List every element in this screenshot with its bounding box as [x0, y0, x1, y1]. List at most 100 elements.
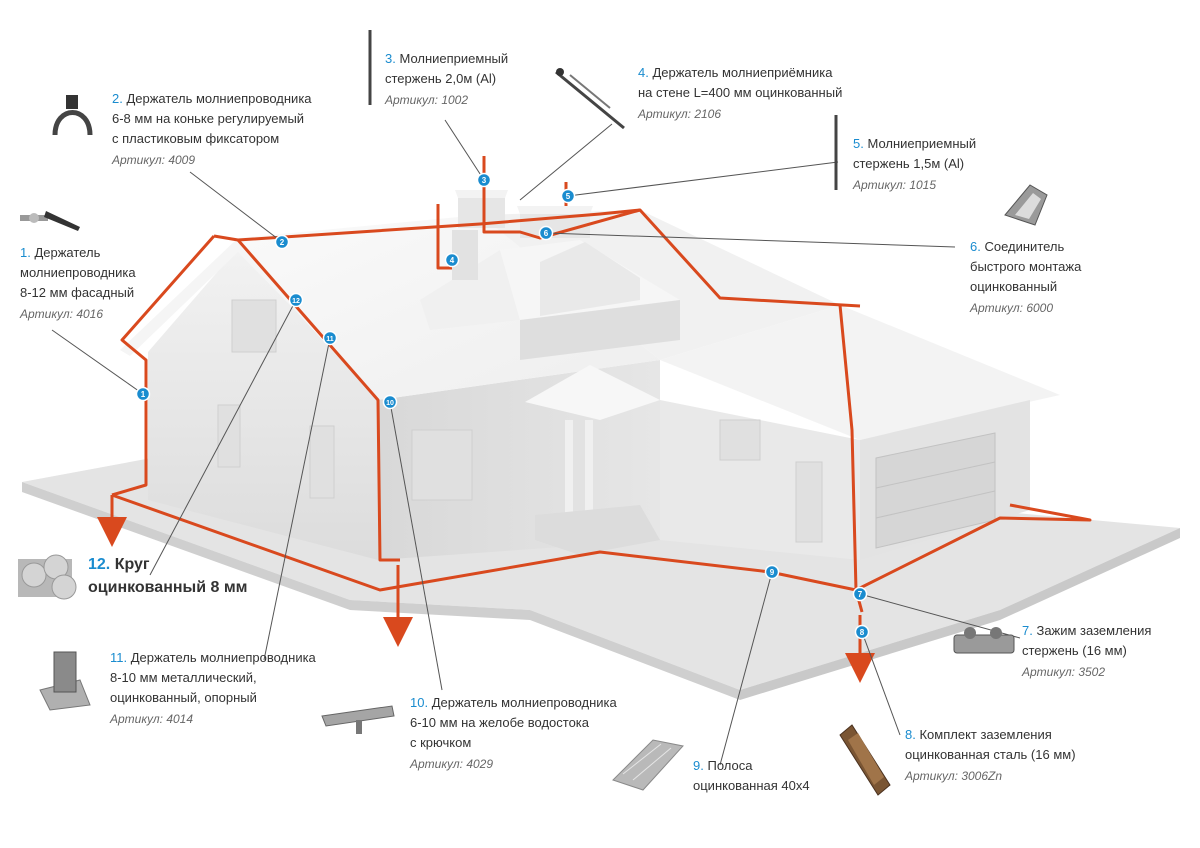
item-number: 9. [693, 758, 704, 773]
porch [525, 365, 660, 555]
label-line: оцинкованный [970, 277, 1081, 297]
article-number: Артикул: 4009 [112, 153, 196, 167]
label-line: на стене L=400 мм оцинкованный [638, 83, 842, 103]
label-line: 11. Держатель молниепроводника [110, 648, 316, 668]
marker-dot [538, 225, 554, 241]
item-number: 1. [20, 245, 31, 260]
chimneys [452, 190, 593, 280]
marker-5: 5 [560, 188, 576, 204]
label-text: Полоса [707, 758, 753, 773]
marker-dot [322, 330, 338, 346]
label-text: с пластиковым фиксатором [112, 131, 280, 146]
article-number: Артикул: 3006Zn [905, 769, 1003, 783]
article-number: Артикул: 4014 [110, 712, 194, 726]
item-number: 11. [110, 650, 128, 665]
label-line: 2. Держатель молниепроводника [112, 89, 312, 109]
item-number: 8. [905, 727, 916, 742]
marker-dot [382, 394, 398, 410]
marker-12: 12 [288, 292, 304, 308]
article-number: Артикул: 6000 [970, 301, 1054, 315]
label-text: Молниеприемный [867, 136, 977, 151]
article-number: Артикул: 2106 [638, 107, 722, 121]
label-line: 7. Зажим заземления [1022, 621, 1151, 641]
label-text: 8-12 мм фасадный [20, 285, 135, 300]
item-number: 2. [112, 91, 123, 106]
label-line: оцинкованная 40x4 [693, 776, 810, 796]
item-number: 4. [638, 65, 649, 80]
label-line: молниепроводника [20, 263, 136, 283]
marker-number: 12 [292, 298, 300, 305]
label-text: оцинкованная 40x4 [693, 778, 810, 793]
facade-holder-icon [20, 211, 80, 231]
leader-lines [51, 119, 1021, 766]
label-item-3: 3. Молниеприемный стержень 2,0м (Al) Артик… [385, 49, 508, 111]
ground-arrows [97, 495, 875, 683]
label-text: Молниеприемный [399, 51, 509, 66]
item-number: 3. [385, 51, 396, 66]
label-text: оцинкованный [970, 279, 1058, 294]
house [120, 190, 1060, 560]
label-text: стержень 1,5м (Al) [853, 156, 965, 171]
marker-2: 2 [274, 234, 290, 250]
label-item-10: 10. Держатель молниепроводника 6-10 мм на… [410, 693, 617, 775]
marker-number: 6 [544, 229, 549, 238]
lightning-conductor [111, 156, 1092, 613]
label-text: стержень 2,0м (Al) [385, 71, 497, 86]
quick-connector-icon [1004, 184, 1048, 226]
marker-8: 8 [854, 624, 870, 640]
label-line: оцинкованный 8 мм [88, 576, 248, 599]
article-number: Артикул: 3502 [1022, 665, 1106, 679]
marker-3: 3 [476, 172, 492, 188]
label-item-9: 9. Полоса оцинкованная 40x4 [693, 756, 810, 796]
article-number: Артикул: 1002 [385, 93, 469, 107]
marker-number: 9 [770, 568, 775, 577]
label-line: 8. Комплект заземления [905, 725, 1076, 745]
label-line: 6-10 мм на желобе водостока [410, 713, 617, 733]
marker-number: 11 [326, 336, 334, 343]
marker-dot [476, 172, 492, 188]
marker-6: 6 [538, 225, 554, 241]
marker-number: 4 [450, 256, 455, 265]
article-number: Артикул: 1015 [853, 178, 937, 192]
marker-7: 7 [852, 586, 868, 602]
label-line: с пластиковым фиксатором [112, 129, 312, 149]
item-number: 10. [410, 695, 429, 710]
label-text: 6-10 мм на желобе водостока [410, 715, 589, 730]
item-number: 7. [1022, 623, 1033, 638]
label-text: стержень (16 мм) [1022, 643, 1127, 658]
label-line: 8-12 мм фасадный [20, 283, 136, 303]
label-text: Держатель молниепроводника [431, 695, 617, 710]
label-text: с крючком [410, 735, 472, 750]
marker-dot [854, 624, 870, 640]
marker-dot [444, 252, 460, 268]
marker-number: 7 [858, 590, 863, 599]
label-text: Соединитель [984, 239, 1065, 254]
support-holder-icon [39, 651, 91, 711]
label-line: быстрого монтажа [970, 257, 1081, 277]
label-text: молниепроводника [20, 265, 136, 280]
label-text: Держатель молниепроводника [126, 91, 312, 106]
label-text: Зажим заземления [1036, 623, 1152, 638]
label-item-11: 11. Держатель молниепроводника 8-10 мм ме… [110, 648, 316, 730]
item-number: 12. [88, 556, 111, 573]
label-text: 8-10 мм металлический, [110, 670, 257, 685]
label-line: 5. Молниеприемный [853, 134, 976, 154]
dormer [420, 240, 680, 360]
label-text: быстрого монтажа [970, 259, 1082, 274]
label-item-7: 7. Зажим заземления стержень (16 мм) Артик… [1022, 621, 1151, 683]
marker-number: 2 [280, 238, 285, 247]
marker-dot [764, 564, 780, 580]
article-number: Артикул: 4016 [20, 307, 104, 321]
label-line: 9. Полоса [693, 756, 810, 776]
marker-dot [852, 586, 868, 602]
label-line: с крючком [410, 733, 617, 753]
marker-4: 4 [444, 252, 460, 268]
wall-rod-holder-icon [555, 68, 625, 130]
label-text: оцинкованная сталь (16 мм) [905, 747, 1076, 762]
